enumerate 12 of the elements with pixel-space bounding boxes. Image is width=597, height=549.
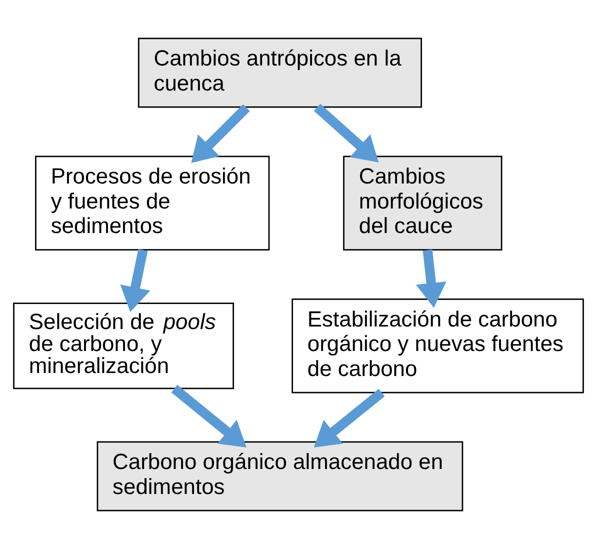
arrow (191, 104, 250, 163)
arrow (314, 388, 385, 448)
node-box: Procesos de erosión y fuentes de sedimentos (35, 156, 270, 250)
arrow (314, 104, 379, 162)
arrow (120, 249, 150, 312)
node-box: Carbono orgánico almacenado en sedimentos (96, 441, 464, 512)
arrow (171, 384, 246, 448)
node-box: Cambios antrópicos en la cuenca (138, 38, 422, 108)
node-box: Selección de pools de carbono, y mineralización (13, 302, 234, 390)
node-box: Estabilización de carbono orgánico y nuevas fuentes de carbono (292, 298, 584, 394)
node-box: Cambios morfológicos del cauce (343, 156, 502, 250)
arrow (416, 249, 446, 308)
